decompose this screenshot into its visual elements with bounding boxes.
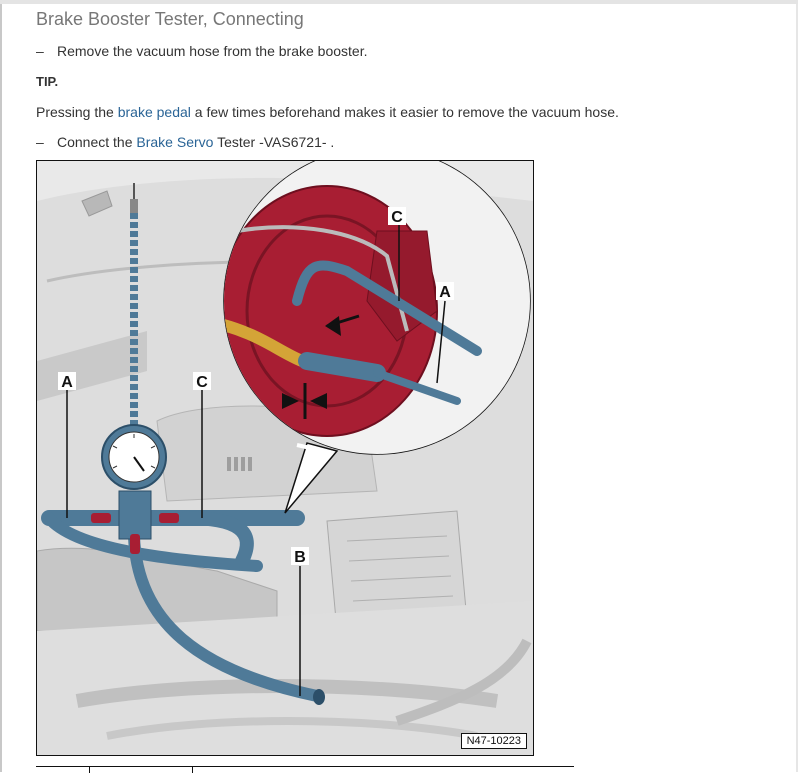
label-box-b: [291, 547, 309, 565]
valve-right[interactable]: [159, 513, 179, 523]
step-remove-hose: –Remove the vacuum hose from the brake b…: [36, 43, 368, 59]
scrollbar[interactable]: [796, 4, 798, 772]
tip-heading: TIP.: [36, 74, 59, 89]
fuel-line: [224, 315, 305, 367]
step-connect-tester: –Connect the Brake Servo Tester -VAS6721…: [36, 134, 334, 150]
hose-b: [128, 530, 323, 702]
gauge-ticks: [112, 434, 156, 469]
label-box-a: [58, 372, 76, 390]
detail-hose-b: [298, 352, 386, 382]
tip-text-after: a few times beforehand makes it easier t…: [190, 104, 619, 120]
tip-text-before: Pressing the: [36, 104, 118, 120]
label-box-c: [193, 372, 211, 390]
detail-callout: C A: [223, 161, 531, 514]
step-text-after: Tester -VAS6721- .: [213, 134, 335, 150]
left-border: [0, 4, 2, 772]
step-dash: –: [36, 134, 44, 150]
valve-bottom[interactable]: [130, 534, 140, 554]
step-text-before: Connect the: [57, 134, 137, 150]
battery-ribs: [346, 535, 454, 602]
detail-hose-c: [292, 260, 482, 356]
figure-reference-number: N47-10223: [460, 733, 527, 749]
hanger-hook: [130, 183, 138, 213]
tip-paragraph: Pressing the brake pedal a few times bef…: [36, 104, 619, 120]
top-bar: [0, 0, 798, 4]
tester-body: [118, 490, 152, 540]
label-a-left: A: [61, 374, 73, 391]
hood-latch: [81, 190, 113, 217]
illustration-svg: A C B: [37, 161, 533, 755]
detail-hose-a: [373, 369, 461, 405]
brake-booster-tester-illustration: A C B: [36, 160, 534, 756]
headlight: [395, 638, 532, 726]
engine-ribs: [227, 457, 252, 471]
step-text: Remove the vacuum hose from the brake bo…: [57, 43, 368, 59]
brake-line: [236, 225, 409, 332]
valve-left[interactable]: [91, 513, 111, 523]
arrow-icon: [282, 383, 327, 419]
step-dash: –: [36, 43, 44, 59]
label-c-detail: C: [391, 209, 403, 226]
hose-c-right: [180, 511, 254, 568]
page-title: Brake Booster Tester, Connecting: [36, 9, 304, 29]
brake-pedal-link[interactable]: brake pedal: [117, 104, 191, 120]
gauge-needle: [133, 456, 145, 472]
hose-b-end: [313, 689, 325, 705]
table-header-edge: [36, 766, 574, 773]
leader-a-detail: [436, 300, 446, 384]
brake-servo-link[interactable]: Brake Servo: [136, 134, 214, 150]
label-b: B: [294, 549, 306, 566]
label-c-left: C: [196, 374, 208, 391]
arrow-icon: [325, 314, 360, 336]
grille: [106, 717, 478, 740]
label-a-detail: A: [439, 284, 451, 301]
